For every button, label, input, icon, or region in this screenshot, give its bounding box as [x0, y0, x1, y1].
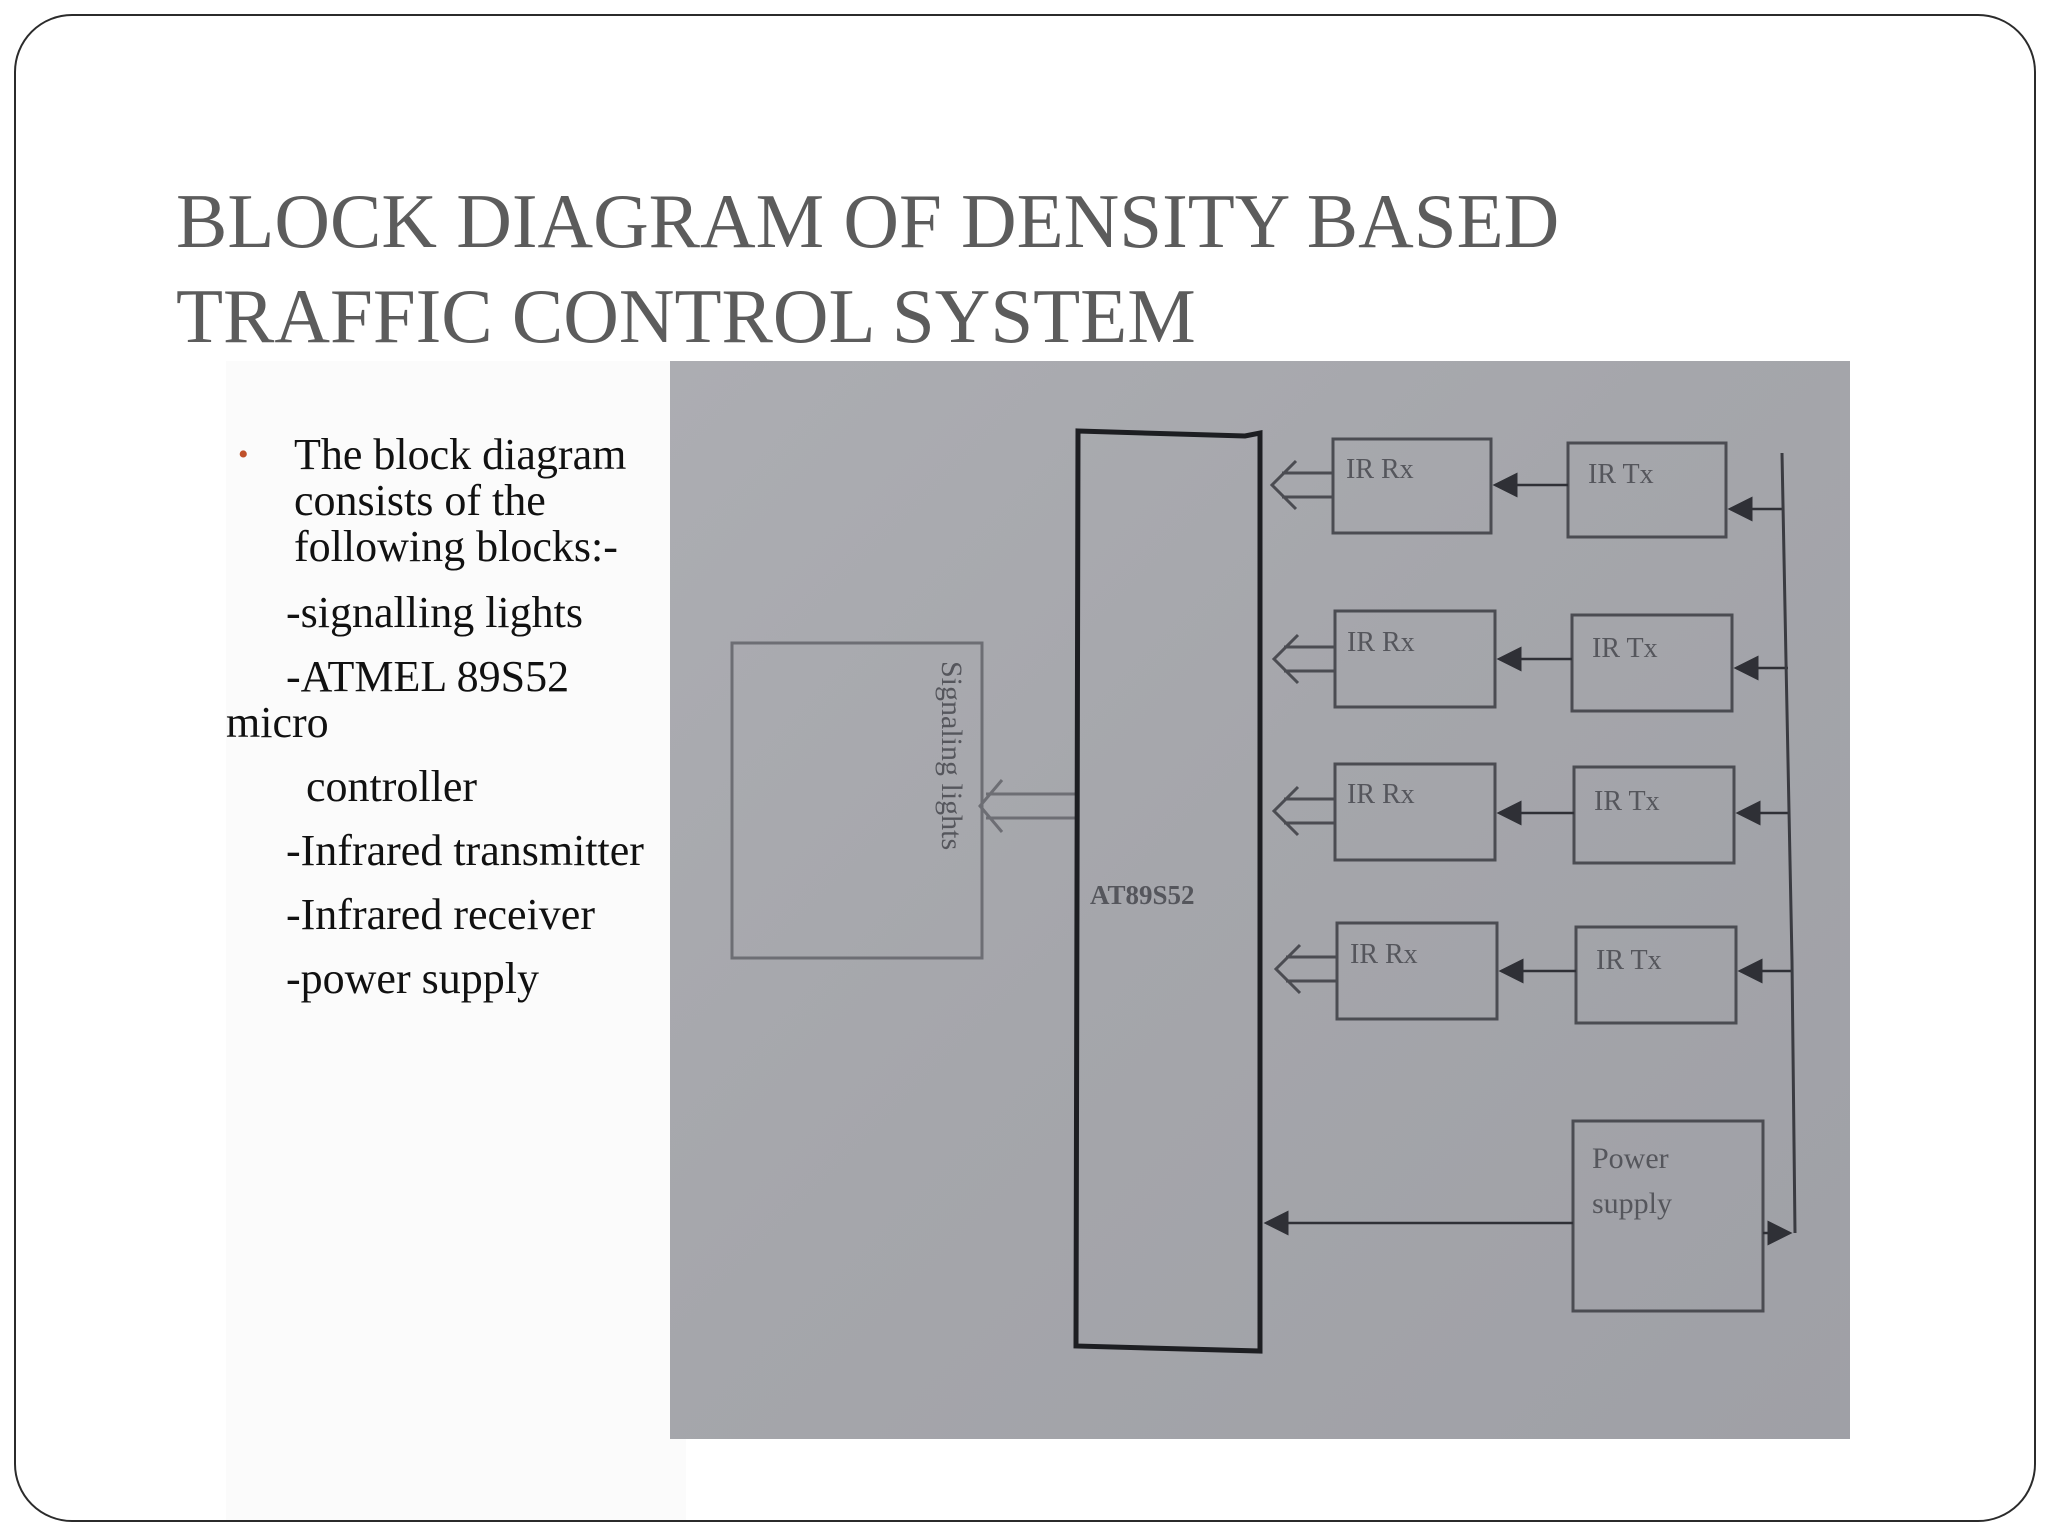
- signaling-lights-label: Signaling lights: [935, 661, 968, 850]
- title-line-2: TRAFFIC CONTROL SYSTEM: [176, 273, 1196, 359]
- ir-tx-label-2: IR Tx: [1592, 633, 1658, 664]
- supply-bus-line: [1780, 452, 1797, 1234]
- sub-item-signalling-lights: -signalling lights: [286, 588, 583, 637]
- ir-rx-label-1: IR Rx: [1346, 454, 1414, 485]
- sub-item-controller: controller: [306, 762, 478, 811]
- block-diagram: Signaling lights AT89S52 IR Rx IR Tx: [730, 428, 1797, 1354]
- sensor-row-4: IR Rx IR Tx: [1273, 921, 1792, 1025]
- block-diagram-photo: Signaling lights AT89S52 IR Rx IR Tx: [670, 361, 1850, 1439]
- power-supply-block: Power supply: [1263, 1119, 1793, 1313]
- ir-tx-label-1: IR Tx: [1588, 459, 1654, 490]
- power-supply-label-line-1: Power: [1592, 1142, 1669, 1175]
- microcontroller-label: AT89S52: [1090, 880, 1195, 910]
- slide: BLOCK DIAGRAM OF DENSITY BASED TRAFFIC C…: [14, 14, 2036, 1522]
- ir-rx-label-3: IR Rx: [1347, 779, 1415, 810]
- bullet-list: • The block diagram consists of the foll…: [226, 432, 646, 1020]
- signaling-lights-block: Signaling lights: [730, 641, 984, 960]
- sub-item-infrared-receiver: -Infrared receiver: [286, 890, 595, 939]
- bullet-dot-icon: •: [238, 438, 249, 471]
- bullet-intro-text: The block diagram consists of the follow…: [294, 430, 627, 571]
- sub-item-power-supply: -power supply: [286, 954, 539, 1003]
- power-supply-label-line-2: supply: [1592, 1187, 1672, 1220]
- bullet-item-intro: • The block diagram consists of the foll…: [226, 432, 646, 570]
- ir-rx-label-2: IR Rx: [1347, 627, 1415, 658]
- microcontroller-block: AT89S52: [1073, 428, 1263, 1354]
- hollow-arrow-to-signaling: [978, 779, 1077, 833]
- ir-rx-label-4: IR Rx: [1350, 939, 1418, 970]
- ir-tx-label-3: IR Tx: [1594, 786, 1660, 817]
- sub-item-atmel-micro: -ATMEL 89S52 micro: [226, 652, 570, 747]
- sensor-row-3: IR Rx IR Tx: [1271, 762, 1790, 865]
- sensor-row-2: IR Rx IR Tx: [1271, 609, 1788, 713]
- slide-title: BLOCK DIAGRAM OF DENSITY BASED TRAFFIC C…: [176, 174, 1776, 364]
- ir-tx-label-4: IR Tx: [1596, 945, 1662, 976]
- title-line-1: BLOCK DIAGRAM OF DENSITY BASED: [176, 178, 1560, 264]
- sensor-row-1: IR Rx IR Tx: [1269, 437, 1783, 539]
- text-panel-background: [226, 361, 686, 1520]
- sub-item-infrared-transmitter: -Infrared transmitter: [286, 826, 644, 875]
